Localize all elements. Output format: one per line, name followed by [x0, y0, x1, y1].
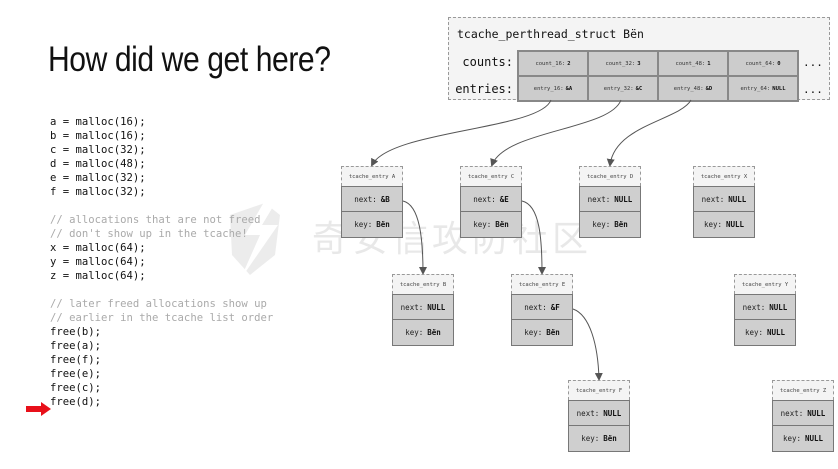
code-line: free(c); [50, 382, 102, 394]
tcache-entry-x: tcache_entry X next:NULL key:NULL [693, 166, 755, 238]
code-comment: // later freed allocations show up [50, 298, 267, 310]
arrow-a-to-b [402, 200, 427, 275]
code-line: d = malloc(48); [50, 158, 146, 170]
code-comment: // don't show up in the tcache! [50, 228, 248, 240]
entry-cell: entry_16:&A [518, 76, 588, 101]
entry-header: tcache_entry X [693, 166, 755, 186]
code-line: free(b); [50, 326, 102, 338]
code-line: free(d); [50, 396, 102, 408]
code-line: free(a); [50, 340, 102, 352]
entry-header: tcache_entry A [341, 166, 403, 186]
entry-cell: entry_64:NULL [728, 76, 798, 101]
count-cell: count_48:1 [658, 51, 728, 76]
code-line: a = malloc(16); [50, 116, 146, 128]
tcache-entry-z: tcache_entry Z next:NULL key:NULL [772, 380, 834, 452]
code-comment: // earlier in the tcache list order [50, 312, 274, 324]
entry-next: next:NULL [579, 186, 641, 212]
struct-grid: count_16:2 count_32:3 count_48:1 count_6… [517, 50, 799, 102]
entries-ellipsis: ... [803, 83, 823, 96]
entry-key: key:NULL [734, 320, 796, 346]
tcache-entry-d: tcache_entry D next:NULL key:Bën [579, 166, 641, 238]
watermark-shield-icon [220, 195, 290, 284]
entry-next: next:&F [511, 294, 573, 320]
entry-next: next:NULL [693, 186, 755, 212]
arrow-e-to-f [572, 308, 603, 381]
entry-key: key:Bën [341, 212, 403, 238]
code-line: f = malloc(32); [50, 186, 146, 198]
entry-key: key:NULL [772, 426, 834, 452]
entry-header: tcache_entry Y [734, 274, 796, 294]
code-line: z = malloc(64); [50, 270, 146, 282]
code-line: b = malloc(16); [50, 130, 146, 142]
code-line: free(f); [50, 354, 102, 366]
arrow-entry16-to-a [371, 99, 552, 167]
counts-ellipsis: ... [803, 56, 823, 69]
code-line: x = malloc(64); [50, 242, 146, 254]
entry-next: next:NULL [392, 294, 454, 320]
count-cell: count_32:3 [588, 51, 658, 76]
code-line: free(e); [50, 368, 102, 380]
count-cell: count_16:2 [518, 51, 588, 76]
entry-next: next:&B [341, 186, 403, 212]
entry-key: key:Bën [392, 320, 454, 346]
counts-label: counts: [462, 55, 513, 69]
tcache-entry-f: tcache_entry F next:NULL key:Bën [568, 380, 630, 452]
code-line: y = malloc(64); [50, 256, 146, 268]
entry-next: next:NULL [568, 400, 630, 426]
entry-next: next:&E [460, 186, 522, 212]
count-cell: count_64:0 [728, 51, 798, 76]
entry-header: tcache_entry E [511, 274, 573, 294]
arrow-entry48-to-d [606, 99, 692, 167]
code-listing: a = malloc(16); b = malloc(16); c = malloc… [50, 115, 273, 409]
arrow-c-to-e [521, 200, 546, 275]
struct-title: tcache_perthread_struct Bën [457, 27, 644, 41]
entry-cell: entry_48:&D [658, 76, 728, 101]
entry-header: tcache_entry C [460, 166, 522, 186]
current-line-arrow-icon [26, 402, 51, 416]
entry-next: next:NULL [772, 400, 834, 426]
tcache-entry-a: tcache_entry A next:&B key:Bën [341, 166, 403, 238]
entry-cell: entry_32:&C [588, 76, 658, 101]
entry-key: key:Bën [511, 320, 573, 346]
entries-label: entries: [455, 82, 513, 96]
tcache-entry-e: tcache_entry E next:&F key:Bën [511, 274, 573, 346]
entry-header: tcache_entry B [392, 274, 454, 294]
entry-key: key:Bën [460, 212, 522, 238]
code-comment: // allocations that are not freed [50, 214, 261, 226]
entry-next: next:NULL [734, 294, 796, 320]
arrow-entry32-to-c [490, 99, 622, 167]
code-line: e = malloc(32); [50, 172, 146, 184]
entry-key: key:NULL [693, 212, 755, 238]
entry-header: tcache_entry Z [772, 380, 834, 400]
entry-header: tcache_entry F [568, 380, 630, 400]
entry-key: key:Bën [579, 212, 641, 238]
code-line: c = malloc(32); [50, 144, 146, 156]
entry-header: tcache_entry D [579, 166, 641, 186]
tcache-entry-c: tcache_entry C next:&E key:Bën [460, 166, 522, 238]
tcache-entry-y: tcache_entry Y next:NULL key:NULL [734, 274, 796, 346]
entry-key: key:Bën [568, 426, 630, 452]
page-title: How did we get here? [48, 40, 331, 79]
tcache-entry-b: tcache_entry B next:NULL key:Bën [392, 274, 454, 346]
